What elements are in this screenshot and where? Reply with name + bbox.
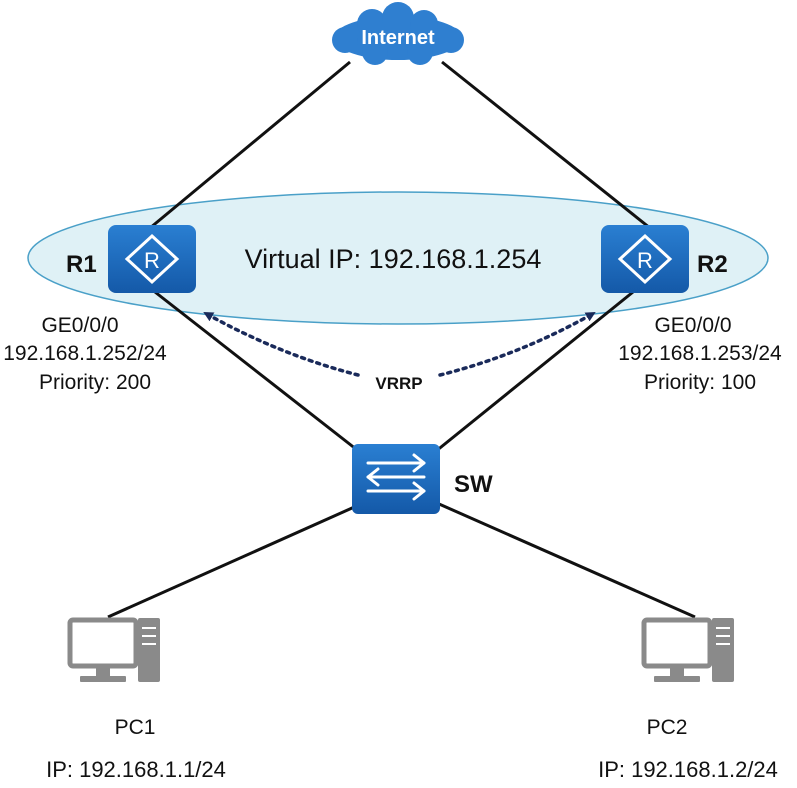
pc1-ip: IP: 192.168.1.1/24 xyxy=(46,757,226,782)
vrrp-link: VRRP xyxy=(203,311,596,393)
router-r1[interactable]: R R1 xyxy=(66,225,196,293)
router-r1-name: R1 xyxy=(66,251,97,278)
internet-label: Internet xyxy=(361,27,435,49)
router-r1-info: GE0/0/0 192.168.1.252/24 Priority: 200 xyxy=(3,314,167,394)
link-internet-r1 xyxy=(149,60,351,230)
vrrp-label: VRRP xyxy=(375,374,422,393)
switch-sw-box xyxy=(352,444,440,514)
router-r2-box xyxy=(601,225,689,293)
internet-cloud: Internet xyxy=(332,2,464,65)
virtual-ip-label: Virtual IP: 192.168.1.254 xyxy=(245,244,542,274)
pc-pc2[interactable]: PC2 IP: 192.168.1.2/24 xyxy=(598,617,778,782)
pc2-ip: IP: 192.168.1.2/24 xyxy=(598,757,778,782)
link-internet-r2 xyxy=(441,60,651,230)
router-icon: R xyxy=(124,233,180,285)
link-sw-pc2 xyxy=(429,498,696,619)
vrrp-group-ellipse xyxy=(27,191,769,325)
router-r1-priority: Priority: 200 xyxy=(39,371,151,394)
router-r2-icon-letter: R xyxy=(637,248,653,273)
switch-sw[interactable]: SW xyxy=(352,444,493,514)
router-r2[interactable]: R R2 xyxy=(601,225,728,293)
vrrp-arrow-left xyxy=(203,311,360,377)
switch-arrows-icon xyxy=(366,453,426,501)
pc1-name: PC1 xyxy=(115,716,156,739)
pc2-name: PC2 xyxy=(647,716,688,739)
cloud-icon xyxy=(332,2,464,65)
router-r1-ip: 192.168.1.252/24 xyxy=(3,342,167,365)
router-r2-info: GE0/0/0 192.168.1.253/24 Priority: 100 xyxy=(618,314,782,394)
router-icon: R xyxy=(617,233,673,285)
computer-icon xyxy=(67,617,160,682)
router-r2-ip: 192.168.1.253/24 xyxy=(618,342,782,365)
links xyxy=(107,60,696,619)
router-r1-box xyxy=(108,225,196,293)
router-r1-icon-letter: R xyxy=(144,248,160,273)
router-r2-interface: GE0/0/0 xyxy=(654,314,731,337)
computer-icon xyxy=(641,617,734,682)
router-r2-priority: Priority: 100 xyxy=(644,371,756,394)
link-r2-sw xyxy=(424,290,634,462)
link-r1-sw xyxy=(154,290,371,462)
switch-sw-name: SW xyxy=(454,471,493,498)
router-r2-name: R2 xyxy=(697,251,728,278)
router-r1-interface: GE0/0/0 xyxy=(41,314,118,337)
vrrp-arrow-right xyxy=(438,311,596,377)
pc-pc1[interactable]: PC1 IP: 192.168.1.1/24 xyxy=(46,617,226,782)
link-sw-pc1 xyxy=(107,498,371,619)
